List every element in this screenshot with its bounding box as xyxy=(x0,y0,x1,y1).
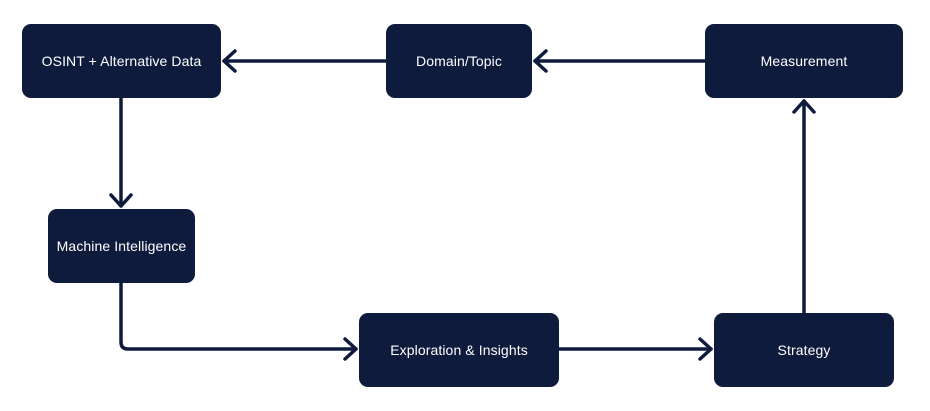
node-label: Machine Intelligence xyxy=(56,238,187,254)
arrowhead-into-exploration xyxy=(343,337,358,361)
node-domain-topic[interactable]: Domain/Topic xyxy=(386,24,532,98)
node-label: Strategy xyxy=(777,342,831,358)
node-label: Measurement xyxy=(760,53,848,69)
node-label: Exploration & Insights xyxy=(390,342,528,358)
arrowhead-into-strategy xyxy=(698,337,713,361)
arrowhead-into-measurement xyxy=(792,99,816,114)
node-machine-intelligence[interactable]: Machine Intelligence xyxy=(48,209,195,283)
edge-machine-to-exploration xyxy=(119,281,358,351)
node-osint-alternative-data[interactable]: OSINT + Alternative Data xyxy=(22,24,221,98)
arrowhead-into-machine xyxy=(109,193,133,208)
node-label: Domain/Topic xyxy=(415,53,502,69)
arrowhead-into-domain xyxy=(533,49,548,73)
node-strategy[interactable]: Strategy xyxy=(714,313,894,387)
arrowhead-into-osint xyxy=(222,49,237,73)
node-label: OSINT + Alternative Data xyxy=(41,53,202,69)
node-exploration-insights[interactable]: Exploration & Insights xyxy=(359,313,559,387)
node-measurement[interactable]: Measurement xyxy=(705,24,903,98)
